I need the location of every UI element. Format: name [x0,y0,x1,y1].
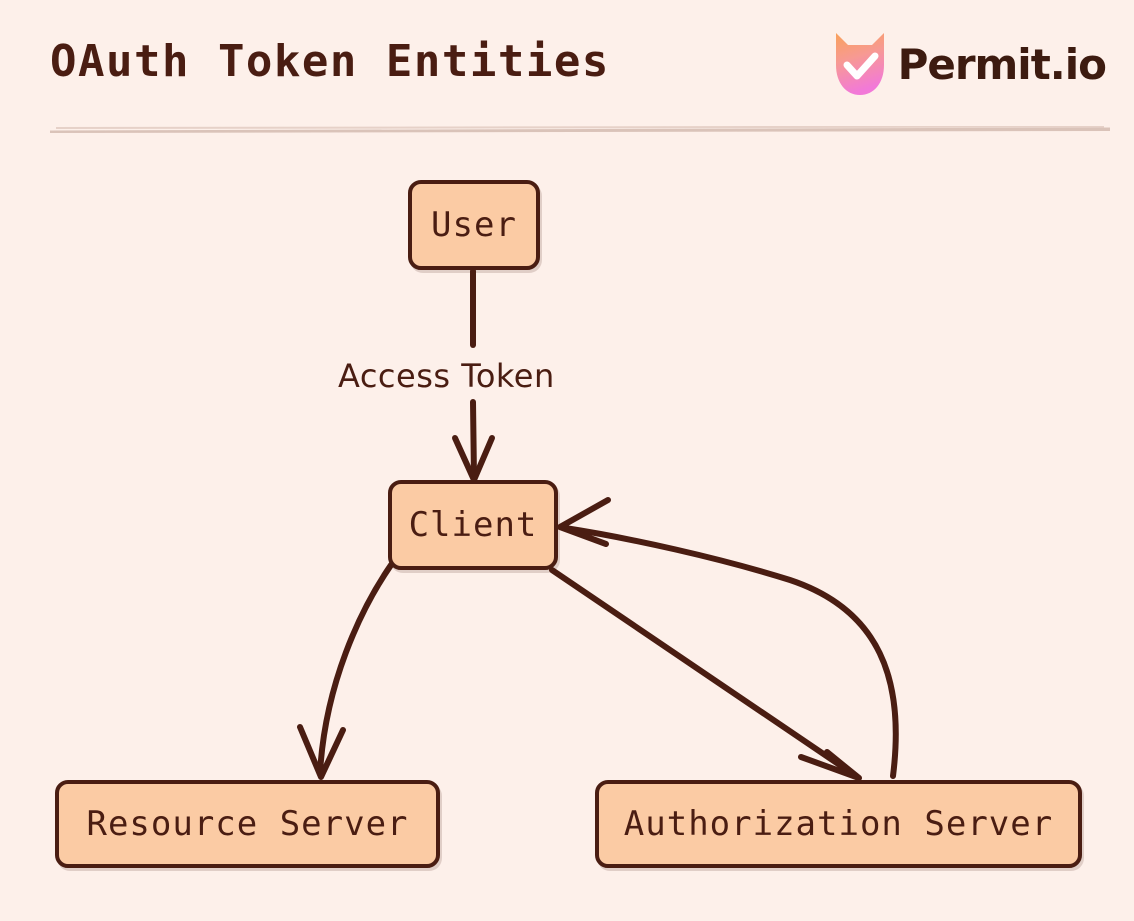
brand-lockup: Permit.io [832,28,1107,100]
edge-client-to-resource [297,562,394,780]
edge-authz-to-client [557,497,899,779]
edge-layer [297,268,899,781]
node-client-label: Client [408,505,538,545]
edge-client-to-authz [549,567,862,781]
node-authorization-server-label: Authorization Server [623,804,1054,844]
node-user[interactable]: User [408,180,540,270]
header-divider [50,126,1110,133]
node-resource-server-label: Resource Server [86,804,409,844]
node-authorization-server[interactable]: Authorization Server [595,780,1082,868]
brand-name: Permit.io [897,39,1107,89]
flowchart: User Client Resource Server Authorizatio… [0,140,1134,921]
node-user-label: User [431,205,517,245]
permit-shield-check-icon [835,33,884,95]
page-header: OAuth Token Entities Permit.io [0,0,1134,140]
node-resource-server[interactable]: Resource Server [55,780,440,868]
node-client[interactable]: Client [388,480,558,570]
edge-label-access-token: Access Token [330,355,563,397]
page-title: OAuth Token Entities [50,36,610,87]
